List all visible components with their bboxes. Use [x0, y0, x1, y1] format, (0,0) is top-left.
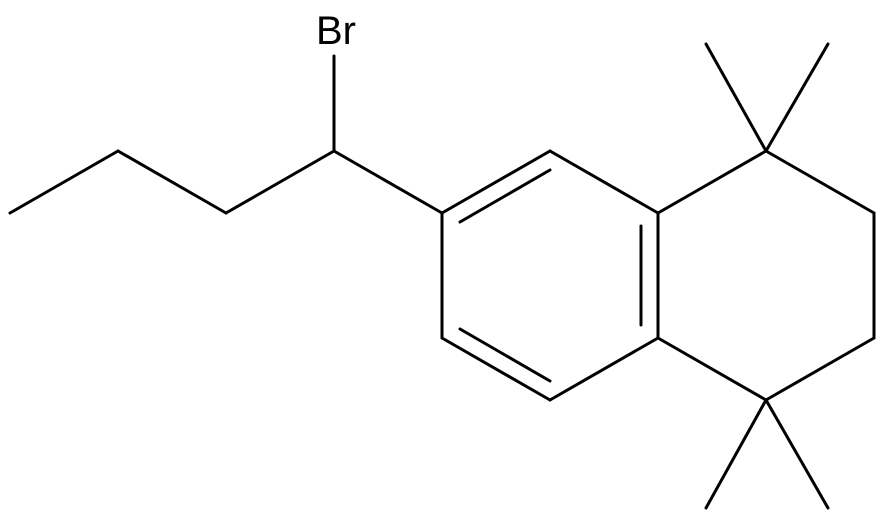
- bond-ar-a1-a2-inner: [458, 168, 552, 224]
- bond-sat-q2-a4: [656, 336, 768, 402]
- bond-methyl-top-right: [764, 42, 830, 153]
- bond-sat-a3-q1: [656, 149, 768, 215]
- bond-c1-ring: [332, 149, 444, 215]
- bond-sat-q1-ch2: [764, 149, 876, 215]
- bond-ar-a2-a3: [548, 149, 660, 215]
- bromine-label: Br: [316, 9, 356, 53]
- bond-ar-a4-a5: [548, 336, 660, 402]
- bond-ar-a1-a2: [440, 149, 552, 215]
- bond-sat-ch2-q2: [764, 336, 876, 402]
- bond-chain-c4-c3: [8, 149, 120, 215]
- bond-ar-a5-a6: [440, 336, 552, 402]
- bond-methyl-top-left: [704, 42, 768, 153]
- bond-methyl-bottom-right: [764, 398, 830, 510]
- bond-chain-c3-c2: [116, 149, 228, 215]
- bond-chain-c2-c1: [224, 149, 336, 215]
- bond-ar-a5-a6-inner: [458, 327, 552, 383]
- bond-methyl-bottom-left: [704, 398, 768, 510]
